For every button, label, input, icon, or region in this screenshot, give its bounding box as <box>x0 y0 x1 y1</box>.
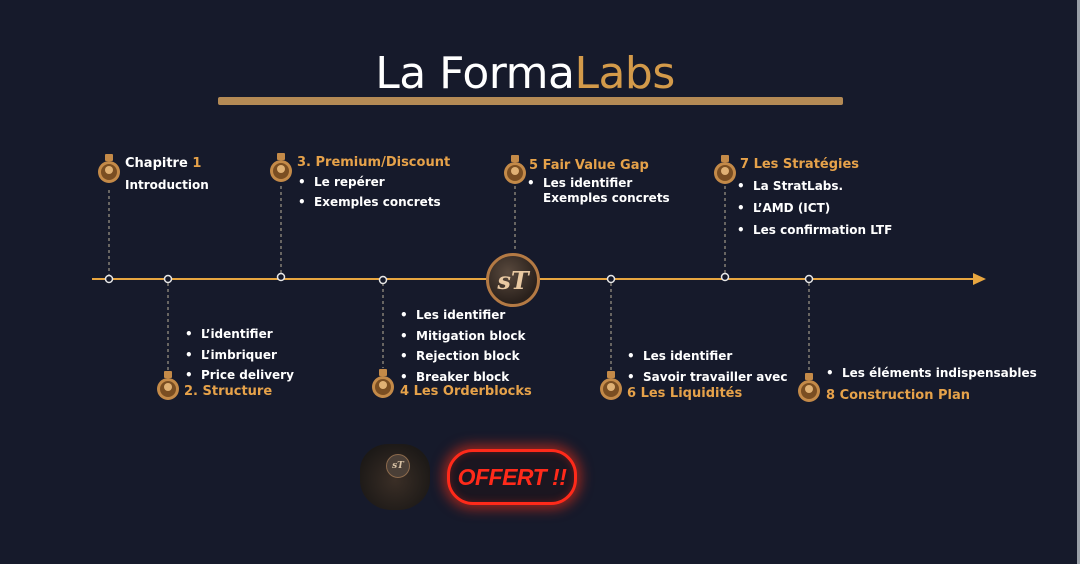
list-item: Les identifier <box>627 346 787 367</box>
chapter-6-bullets: Les identifier Savoir travailler avec <box>627 346 787 387</box>
list-item: L’identifier <box>185 324 294 345</box>
flask-badge-icon <box>798 373 820 402</box>
page-title: La FormaLabs <box>0 48 1050 99</box>
title-part-white: La Forma <box>375 48 575 99</box>
flask-badge-icon <box>157 371 179 400</box>
list-item: Les identifier <box>527 176 632 191</box>
list-item: Price delivery <box>185 365 294 386</box>
list-item: Les confirmation LTF <box>737 219 892 241</box>
chapter-4-bullets: Les identifier Mitigation block Rejectio… <box>400 305 525 387</box>
list-item: Exemples concrets <box>298 192 441 212</box>
timeline-node-3 <box>276 272 286 282</box>
chapter-1-label: Chapitre <box>125 156 193 171</box>
timeline-node-2 <box>163 274 173 284</box>
list-item: Les identifier <box>400 305 525 326</box>
title-part-gold: Labs <box>574 48 675 99</box>
chapter-3-heading: 3. Premium/Discount <box>297 155 451 170</box>
list-item: Rejection block <box>400 346 525 367</box>
list-item: Mitigation block <box>400 326 525 347</box>
timeline-arrowhead <box>973 273 986 285</box>
timeline-node-1 <box>104 274 114 284</box>
chapter-7-heading: 7 Les Stratégies <box>740 157 860 172</box>
lion-icon: sT <box>360 444 430 510</box>
chapter-6-heading: 6 Les Liquidités <box>627 386 743 401</box>
flask-badge-icon <box>714 155 736 184</box>
list-item: Savoir travailler avec <box>627 367 787 388</box>
chapter-1-number: 1 <box>192 156 202 171</box>
list-item: La StratLabs. <box>737 175 892 197</box>
chapter-4-heading: 4 Les Orderblocks <box>400 384 532 399</box>
chapter-1-heading: Chapitre 1 <box>125 156 201 171</box>
list-item: L’imbriquer <box>185 345 294 366</box>
timeline-node-4 <box>378 275 388 285</box>
timeline-node-8 <box>804 274 814 284</box>
timeline-node-7 <box>720 272 730 282</box>
lion-badge-logo: sT <box>386 454 410 478</box>
offer-badge[interactable]: OFFERT !! <box>447 449 577 505</box>
chapter-8-heading: 8 Construction Plan <box>826 388 971 403</box>
timeline-node-6 <box>606 274 616 284</box>
chapter-2-heading: 2. Structure <box>184 384 273 399</box>
list-item: Le repérer <box>298 172 441 192</box>
st-logo-icon: sT <box>486 253 540 307</box>
title-underline <box>218 97 843 105</box>
list-item: Les éléments indispensables <box>826 366 1037 381</box>
list-item: Breaker block <box>400 367 525 388</box>
chapter-8-bullets: Les éléments indispensables <box>826 366 1037 381</box>
chapter-2-bullets: L’identifier L’imbriquer Price delivery <box>185 324 294 386</box>
chapter-3-bullets: Le repérer Exemples concrets <box>298 172 441 212</box>
flask-badge-icon <box>372 369 394 398</box>
flask-badge-icon <box>504 155 526 184</box>
flask-badge-icon <box>600 371 622 400</box>
chapter-5-extra: Exemples concrets <box>543 191 670 205</box>
list-item: L’AMD (ICT) <box>737 197 892 219</box>
chapter-5-heading: 5 Fair Value Gap <box>529 158 649 173</box>
flask-badge-icon <box>270 153 292 182</box>
flask-badge-icon <box>98 154 120 183</box>
chapter-7-bullets: La StratLabs. L’AMD (ICT) Les confirmati… <box>737 175 892 241</box>
chapter-1-subtitle: Introduction <box>125 178 209 192</box>
chapter-5-bullets: Les identifier <box>527 176 632 191</box>
